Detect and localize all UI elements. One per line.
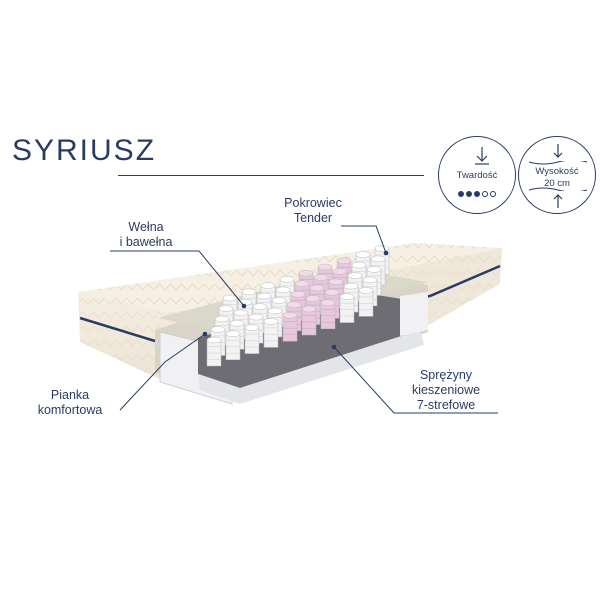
leader-wool (110, 250, 245, 307)
callout-foam-line1: Pianka (50, 388, 90, 402)
rating-dot (490, 191, 496, 197)
pocket-spring (206, 336, 222, 367)
quilt-pattern (78, 292, 170, 382)
cover-piping-front (79, 316, 169, 347)
pocket-spring (263, 318, 279, 348)
leader-dot-wool (241, 303, 247, 309)
leader-dot-springs (331, 344, 337, 350)
rating-dot (458, 191, 464, 197)
callout-cover-line1: Pokrowiec (284, 196, 342, 210)
callout-wool-line1: Wełna (128, 220, 164, 234)
callout-foam-line2: komfortowa (37, 403, 103, 417)
product-title: SYRIUSZ (12, 134, 157, 167)
callout-springs: Sprężyny kieszeniowe 7-strefowe (400, 368, 492, 413)
leader-dot-cover (383, 250, 389, 256)
hardness-rating-dots (439, 184, 515, 202)
callout-foam: Pianka komfortowa (24, 388, 116, 418)
leader-dot-foam (202, 331, 208, 337)
leader-foam (119, 333, 206, 411)
callout-cover: Pokrowiec Tender (280, 196, 346, 226)
callout-wool: Wełna i bawełna (108, 220, 184, 250)
callout-wool-line2: i bawełna (119, 235, 173, 249)
rating-dot (474, 191, 480, 197)
height-value: 20 cm (544, 178, 570, 189)
callout-springs-line1: Sprężyny (419, 368, 473, 382)
height-label: Wysokość (535, 166, 579, 177)
hardness-badge: Twardość (438, 136, 516, 214)
pocket-spring (339, 293, 355, 323)
height-badge: Wysokość 20 cm (518, 136, 596, 214)
foam-base (198, 330, 424, 404)
pocket-spring (282, 311, 298, 342)
callout-cover-line2: Tender (293, 211, 333, 225)
pocket-spring (320, 299, 336, 330)
pocket-springs (206, 245, 390, 367)
height-arrows-icon (553, 144, 563, 208)
callout-springs-line3: 7-strefowe (416, 398, 476, 412)
pocket-spring (244, 324, 260, 354)
arrow-down-icon (475, 147, 489, 165)
comfort-foam-side (400, 292, 428, 336)
hardness-label: Twardość (456, 170, 498, 181)
height-bracket-icon (528, 161, 588, 191)
leader-cover (341, 225, 387, 254)
callout-springs-line2: kieszeniowe (411, 383, 481, 397)
pocket-spring (358, 287, 374, 317)
title-underline (118, 175, 424, 176)
pocket-spring (301, 305, 317, 336)
pocket-spring (225, 330, 241, 361)
leader-springs (333, 346, 498, 414)
rating-dot (482, 191, 488, 197)
rating-dot (466, 191, 472, 197)
